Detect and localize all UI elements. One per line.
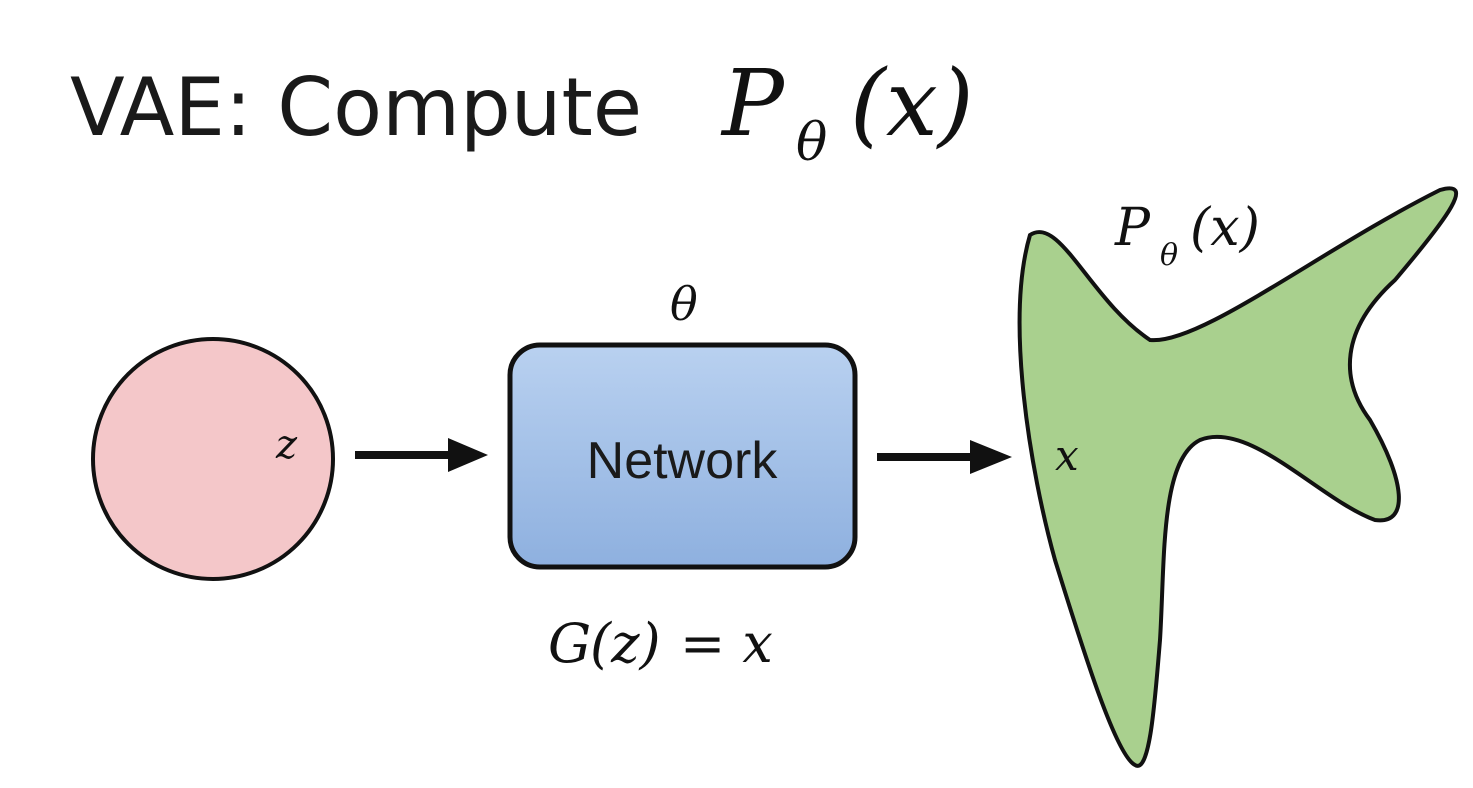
distribution-point-label: x [1055, 431, 1079, 480]
slide-title: VAE: Compute P θ (x) [70, 50, 974, 173]
title-math-letter: P [720, 50, 786, 157]
latent-circle [91, 337, 335, 581]
distribution-node: x P θ (x) [1017, 186, 1459, 768]
latent-node: z [91, 337, 335, 581]
network-equation-rest: = x [680, 612, 773, 675]
title-math-subscript: θ [796, 113, 827, 173]
network-equation-g: G [548, 612, 591, 675]
network-box [507, 342, 858, 570]
network-label: Network [587, 432, 779, 490]
distribution-shape [1017, 186, 1459, 768]
title-text: VAE: Compute [70, 61, 642, 154]
distribution-label-argument: (x) [1190, 198, 1260, 258]
network-equation-arg: (z) [590, 612, 661, 675]
network-param-label: θ [670, 277, 698, 331]
network-node: θ Network G (z) = x [507, 277, 858, 675]
distribution-label-subscript: θ [1160, 238, 1178, 273]
distribution-label-letter: P [1114, 198, 1151, 258]
title-math-argument: (x) [850, 50, 974, 157]
latent-label: z [275, 422, 298, 468]
arrow-network-to-distribution [877, 440, 1012, 474]
arrow-latent-to-network [355, 438, 488, 472]
